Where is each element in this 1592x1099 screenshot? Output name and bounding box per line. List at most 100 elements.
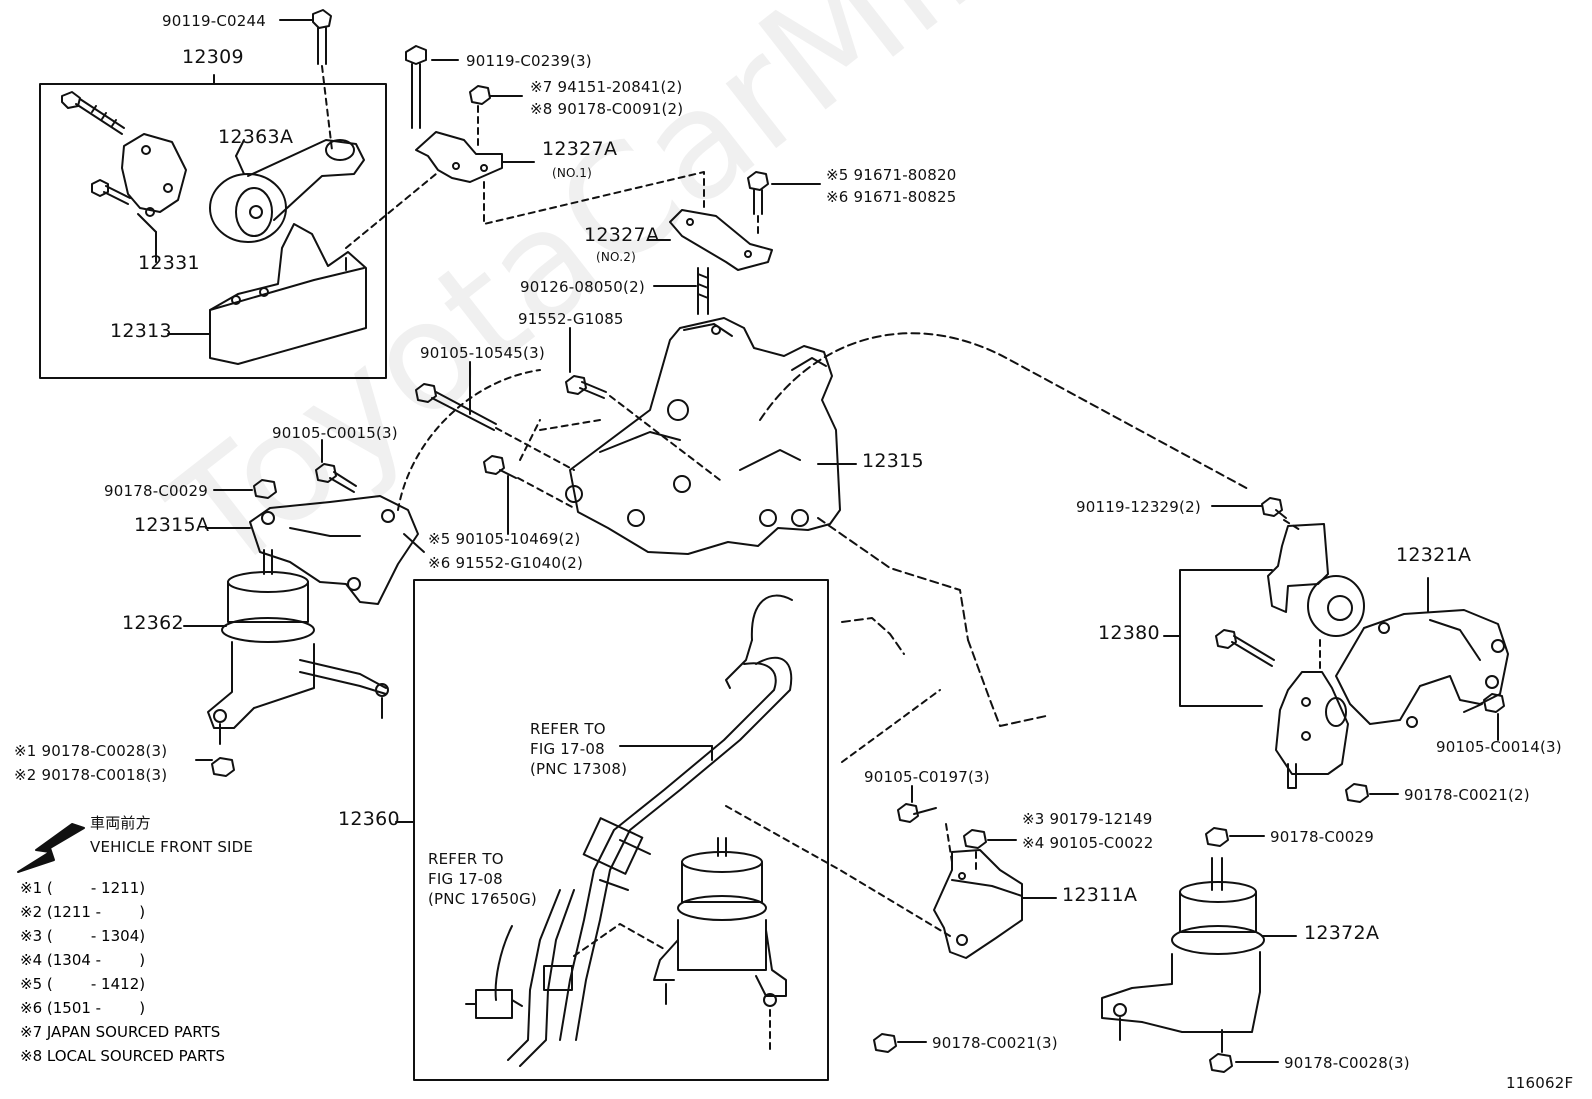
bracket-12315 xyxy=(565,317,841,555)
legend-item: ※1 ( - 1211) xyxy=(20,879,146,897)
legend-item: ※4 (1304 - ) xyxy=(20,951,146,969)
nut-icon xyxy=(1209,1053,1233,1073)
refer-to-17650G-line1[interactable]: REFER TO xyxy=(428,850,504,868)
refer-to-17308-line3[interactable]: (PNC 17308) xyxy=(530,760,628,778)
pnc-12311A[interactable]: 12311A xyxy=(1062,884,1138,906)
bolt-icon xyxy=(91,179,131,205)
fastener-90119-C0244[interactable]: 90119-C0244 xyxy=(162,12,266,30)
pnc-12321A[interactable]: 12321A xyxy=(1396,544,1472,566)
bolt-icon xyxy=(565,375,607,399)
fastener-90178-C0021-right[interactable]: 90178-C0021(2) xyxy=(1404,786,1530,804)
legend-item: ※5 ( - 1412) xyxy=(20,975,146,993)
nut-icon xyxy=(963,829,987,849)
footnote-legend: ※1 ( - 1211) ※2 (1211 - ) ※3 ( - 1304) ※… xyxy=(20,876,225,1068)
mount-12363A xyxy=(209,139,365,243)
mount-12380 xyxy=(1267,523,1365,789)
fastener-90105-10469[interactable]: ※5 90105-10469(2) xyxy=(428,530,581,548)
group-bracket-12380 xyxy=(1179,569,1273,707)
bracket-12313 xyxy=(209,223,367,365)
bolt-icon xyxy=(483,455,517,479)
fastener-90178-C0018[interactable]: ※2 90178-C0018(3) xyxy=(14,766,168,784)
fastener-90178-C0029-right[interactable]: 90178-C0029 xyxy=(1270,828,1374,846)
fastener-90105-C0022[interactable]: ※4 90105-C0022 xyxy=(1022,834,1154,852)
bolt-icon xyxy=(897,803,937,823)
refer-to-17308-line1[interactable]: REFER TO xyxy=(530,720,606,738)
pnc-12327A-no1-sub: (NO.1) xyxy=(552,166,592,180)
figure-id: 116062F xyxy=(1506,1074,1574,1092)
bracket-12327A-no2 xyxy=(669,209,773,271)
group-box-12360 xyxy=(413,579,829,1081)
fastener-90178-C0029-left[interactable]: 90178-C0029 xyxy=(104,482,208,500)
pnc-12315[interactable]: 12315 xyxy=(862,450,924,472)
pnc-12327A-no1[interactable]: 12327A xyxy=(542,138,618,160)
group-box-12309 xyxy=(39,83,387,379)
fastener-90119-12329[interactable]: 90119-12329(2) xyxy=(1076,498,1201,516)
bolt-icon xyxy=(1463,693,1505,713)
nut-icon xyxy=(873,1033,897,1053)
fastener-90105-10545[interactable]: 90105-10545(3) xyxy=(420,344,545,362)
pnc-12309[interactable]: 12309 xyxy=(182,46,244,68)
fastener-91552-G1085[interactable]: 91552-G1085 xyxy=(518,310,624,328)
fastener-90105-C0015[interactable]: 90105-C0015(3) xyxy=(272,424,398,442)
legend-item: ※8 LOCAL SOURCED PARTS xyxy=(20,1047,225,1065)
nut-icon xyxy=(1205,827,1229,847)
mount-12360 xyxy=(653,837,787,1007)
pnc-12380[interactable]: 12380 xyxy=(1098,622,1160,644)
bracket-12327A-no1 xyxy=(415,131,503,183)
front-arrow-icon xyxy=(17,823,85,873)
pnc-12372A[interactable]: 12372A xyxy=(1304,922,1380,944)
pnc-12315A[interactable]: 12315A xyxy=(134,514,210,536)
mount-12362 xyxy=(207,549,389,745)
bracket-12321A xyxy=(1335,609,1509,728)
fastener-90178-C0028-left[interactable]: ※1 90178-C0028(3) xyxy=(14,742,168,760)
legend-item: ※6 (1501 - ) xyxy=(20,999,146,1017)
refer-to-17650G-line2[interactable]: FIG 17-08 xyxy=(428,870,503,888)
bracket-12311A xyxy=(933,849,1023,959)
vehicle-front-jp: 車両前方 xyxy=(90,814,151,832)
bolt-icon xyxy=(1215,629,1275,667)
pnc-12327A-no2-sub: (NO.2) xyxy=(596,250,636,264)
bracket-12315A xyxy=(249,495,419,605)
fastener-90179-12149[interactable]: ※3 90179-12149 xyxy=(1022,810,1153,828)
nut-icon xyxy=(211,757,235,777)
vehicle-front-en: VEHICLE FRONT SIDE xyxy=(90,838,254,856)
pnc-12362[interactable]: 12362 xyxy=(122,612,184,634)
fastener-91671-80825[interactable]: ※6 91671-80825 xyxy=(826,188,957,206)
fastener-90126-08050[interactable]: 90126-08050(2) xyxy=(520,278,645,296)
bolt-icon xyxy=(405,45,427,129)
refer-to-17308-line2[interactable]: FIG 17-08 xyxy=(530,740,605,758)
bolt-icon xyxy=(747,171,769,215)
pnc-12313[interactable]: 12313 xyxy=(110,320,172,342)
mount-12372A xyxy=(1101,857,1265,1053)
nut-icon xyxy=(1345,783,1369,803)
fastener-90105-C0197[interactable]: 90105-C0197(3) xyxy=(864,768,990,786)
refer-to-17650G-line3[interactable]: (PNC 17650G) xyxy=(428,890,537,908)
fastener-91671-80820[interactable]: ※5 91671-80820 xyxy=(826,166,957,184)
pnc-12327A-no2[interactable]: 12327A xyxy=(584,224,660,246)
nut-icon xyxy=(469,85,491,105)
bolt-icon xyxy=(315,463,357,493)
fastener-91552-G1040[interactable]: ※6 91552-G1040(2) xyxy=(428,554,584,572)
nut-icon xyxy=(253,479,277,499)
legend-item: ※7 JAPAN SOURCED PARTS xyxy=(20,1023,221,1041)
bolt-icon xyxy=(1261,497,1287,519)
bolt-icon xyxy=(415,383,497,431)
bolt-icon xyxy=(61,91,125,135)
fastener-90178-C0091[interactable]: ※8 90178-C0091(2) xyxy=(530,100,684,118)
pnc-12331[interactable]: 12331 xyxy=(138,252,200,274)
bracket-12331 xyxy=(121,133,187,263)
vacuum-hoses xyxy=(465,594,793,1067)
fastener-94151-20841[interactable]: ※7 94151-20841(2) xyxy=(530,78,683,96)
legend-item: ※2 (1211 - ) xyxy=(20,903,146,921)
pnc-12363A[interactable]: 12363A xyxy=(218,126,294,148)
bolt-icon xyxy=(312,9,332,65)
pnc-12360[interactable]: 12360 xyxy=(338,808,400,830)
legend-item: ※3 ( - 1304) xyxy=(20,927,146,945)
fastener-90178-C0021-bottom[interactable]: 90178-C0021(3) xyxy=(932,1034,1058,1052)
fastener-90178-C0028-bottom[interactable]: 90178-C0028(3) xyxy=(1284,1054,1410,1072)
fastener-90105-C0014[interactable]: 90105-C0014(3) xyxy=(1436,738,1562,756)
stud-icon xyxy=(697,267,709,315)
fastener-90119-C0239[interactable]: 90119-C0239(3) xyxy=(466,52,592,70)
